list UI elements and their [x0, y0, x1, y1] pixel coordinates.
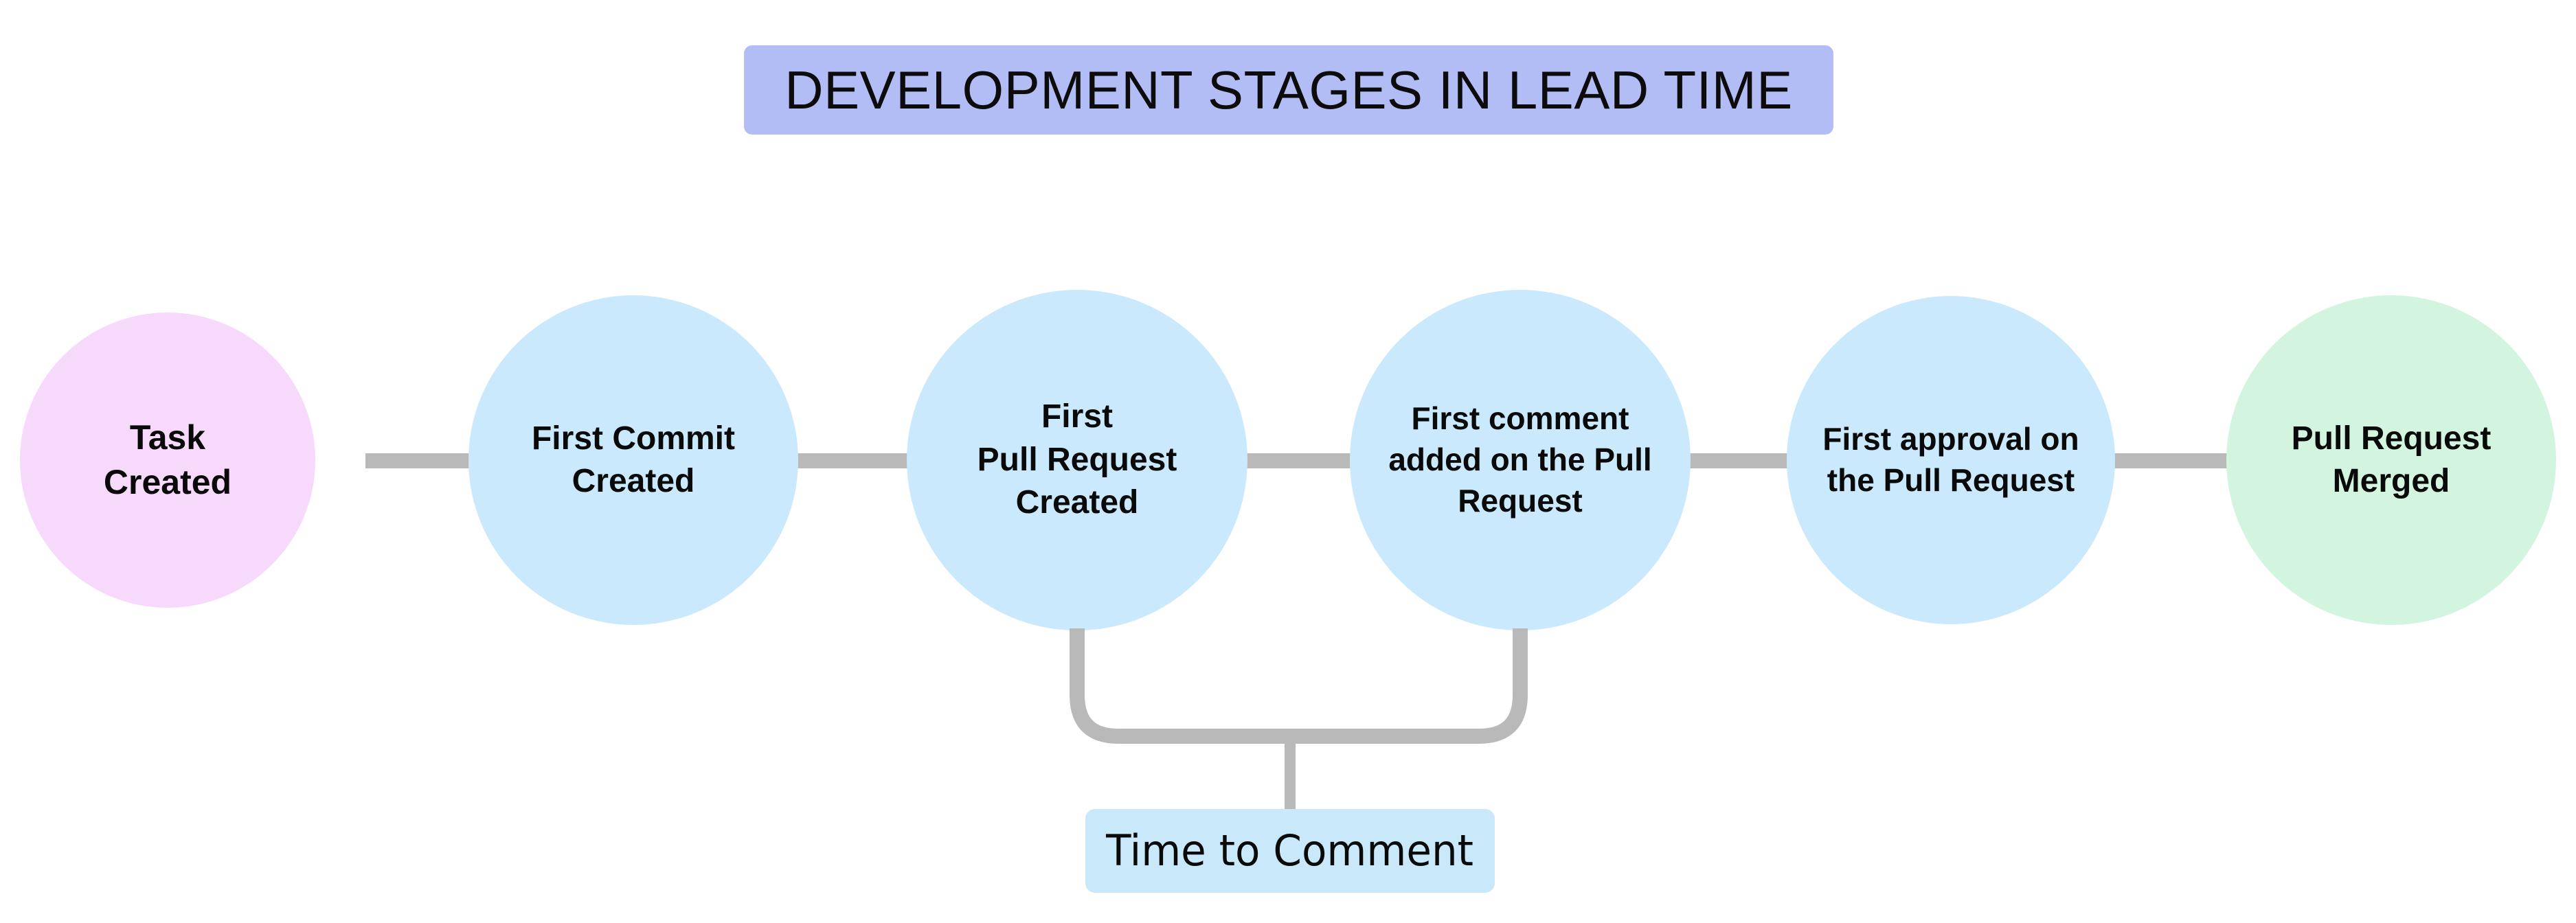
stage-label-pull-request-merged: Pull Request Merged	[2291, 420, 2492, 499]
stage-node-first-approval[interactable]: First approval on the Pull Request	[1787, 296, 2115, 624]
connector-rail-2	[795, 453, 909, 468]
diagram-title-banner: DEVELOPMENT STAGES IN LEAD TIME	[744, 45, 1833, 135]
stage-node-first-pull-request-created[interactable]: First Pull Request Created	[907, 290, 1247, 630]
connector-rail-5	[2110, 453, 2228, 468]
stage-label-first-approval: First approval on the Pull Request	[1822, 421, 2079, 498]
stage-label-first-commit-created: First Commit Created	[531, 420, 735, 499]
stage-label-first-comment-added: First comment added on the Pull Request	[1388, 400, 1652, 519]
connector-rail-4	[1687, 453, 1794, 468]
branch-label-text: Time to Comment	[1106, 825, 1474, 876]
stage-node-first-comment-added[interactable]: First comment added on the Pull Request	[1350, 290, 1691, 630]
stage-node-first-commit-created[interactable]: First Commit Created	[468, 295, 798, 625]
connector-rail-3	[1242, 453, 1351, 468]
branch-bracket-path	[1070, 628, 1528, 744]
page-title: DEVELOPMENT STAGES IN LEAD TIME	[784, 60, 1793, 120]
stage-node-task-created[interactable]: Task Created	[20, 312, 315, 608]
stage-label-first-pull-request-created: First Pull Request Created	[977, 398, 1177, 521]
stage-node-pull-request-merged[interactable]: Pull Request Merged	[2226, 295, 2556, 625]
connector-rail-1	[365, 453, 479, 468]
stage-label-task-created: Task Created	[103, 418, 232, 501]
branch-label-time-to-comment[interactable]: Time to Comment	[1085, 809, 1495, 893]
